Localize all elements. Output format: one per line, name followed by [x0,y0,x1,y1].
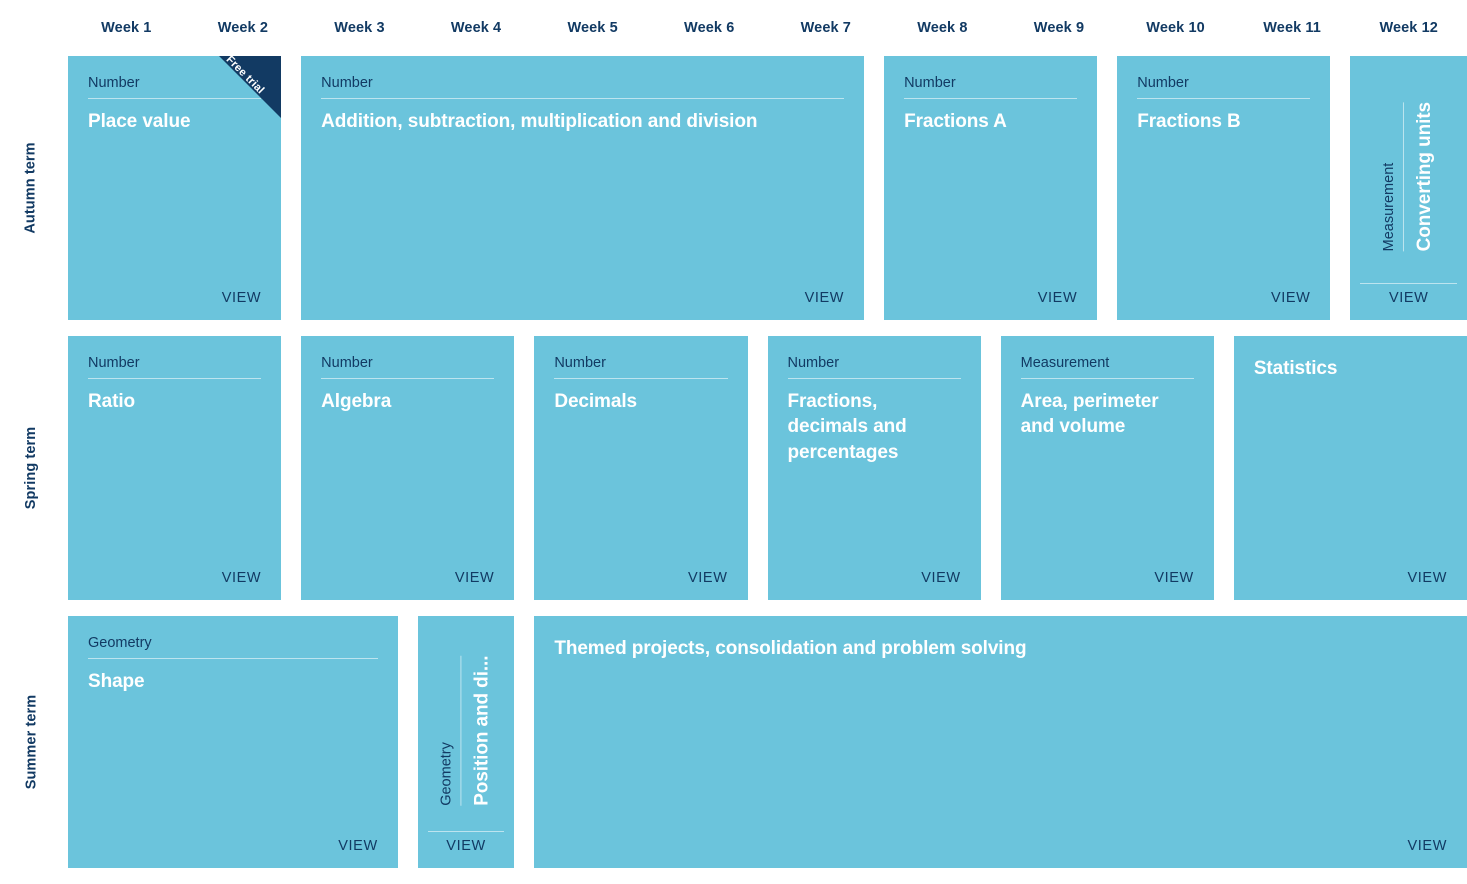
unit-category-label: Number [88,74,262,100]
unit-view-link[interactable]: VIEW [688,570,728,586]
week-header-label: Week 11 [1263,20,1321,36]
week-header-label: Week 10 [1146,20,1205,36]
unit-category-label: Measurement [1020,354,1194,380]
week-header-label: Week 1 [101,20,152,36]
unit-card[interactable]: Geometry Position and di... VIEW [417,616,515,868]
unit-title: Themed projects, consolidation and probl… [554,638,1027,659]
unit-category-label: Geometry [88,634,378,660]
week-header-label: Week 8 [917,20,968,36]
unit-view-link[interactable]: VIEW [1270,290,1311,306]
week-header-label: Week 7 [800,20,851,36]
unit-category-label: Number [321,74,845,100]
week-header-label: Week 12 [1379,20,1438,36]
term-label-text: Spring term [23,426,40,510]
unit-rotated-inner: Geometry Position and di... [437,655,494,806]
unit-title: Fractions B [1137,111,1241,133]
unit-category-label: Geometry [437,655,462,806]
term-label-spring: Spring term [0,336,62,600]
unit-category-label: Number [1137,74,1311,100]
unit-category-label: Number [88,354,262,380]
unit-view-link[interactable]: VIEW [921,570,961,586]
unit-title: Converting units [1414,101,1436,252]
unit-title: Ratio [88,391,136,413]
unit-title: Fractions A [904,111,1007,133]
unit-title: Statistics [1253,358,1338,379]
unit-view-link[interactable]: VIEW [1037,290,1078,306]
week-header-label: Week 2 [217,20,269,36]
week-header-row: Week 1 Week 2 Week 3 Week 4 Week 5 Week 6 Week… [68,0,1467,56]
unit-view-link[interactable]: VIEW [1154,570,1194,586]
term-label-autumn: Autumn term [0,56,62,320]
unit-title: Fractions, decimals and percentages [787,391,907,463]
term-label-text: Summer term [23,694,39,790]
unit-title: Place value [88,111,191,133]
unit-view-link[interactable]: VIEW [221,570,262,586]
term-label-text: Autumn term [23,142,40,234]
unit-view-link[interactable]: VIEW [338,838,378,854]
unit-view-link[interactable]: VIEW [454,570,495,586]
unit-title: Area, perimeter and volume [1020,391,1159,438]
week-header-label: Week 9 [1033,20,1085,36]
week-header-label: Week 6 [684,20,735,36]
unit-view-link[interactable]: VIEW [804,290,845,306]
unit-rotated-inner: Measurement Converting units [1380,101,1437,252]
unit-category-label: Number [787,354,961,380]
unit-title: Shape [88,671,145,693]
unit-title: Position and di... [471,655,493,806]
week-header-label: Week 5 [567,20,618,36]
week-header-label: Week 3 [334,20,385,36]
unit-category-label: Number [321,354,495,380]
unit-view-link[interactable]: VIEW [1360,283,1457,306]
unit-title: Algebra [321,391,392,413]
unit-view-link[interactable]: VIEW [1407,838,1447,854]
unit-view-link[interactable]: VIEW [427,831,505,854]
unit-view-link[interactable]: VIEW [1407,570,1447,586]
unit-category-label: Measurement [1380,101,1405,252]
unit-rotated-content: Geometry Position and di... [428,630,505,831]
unit-title: Addition, subtraction, multiplication an… [321,111,758,133]
unit-category-label: Number [554,354,728,380]
unit-card[interactable]: Themed projects, consolidation and probl… [534,616,1467,868]
term-label-summer: Summer term [0,616,62,868]
unit-category-label: Number [904,74,1078,100]
unit-rotated-content: Measurement Converting units [1360,70,1457,283]
unit-title: Decimals [554,391,637,413]
week-header-label: Week 4 [450,20,502,36]
unit-view-link[interactable]: VIEW [221,290,262,306]
